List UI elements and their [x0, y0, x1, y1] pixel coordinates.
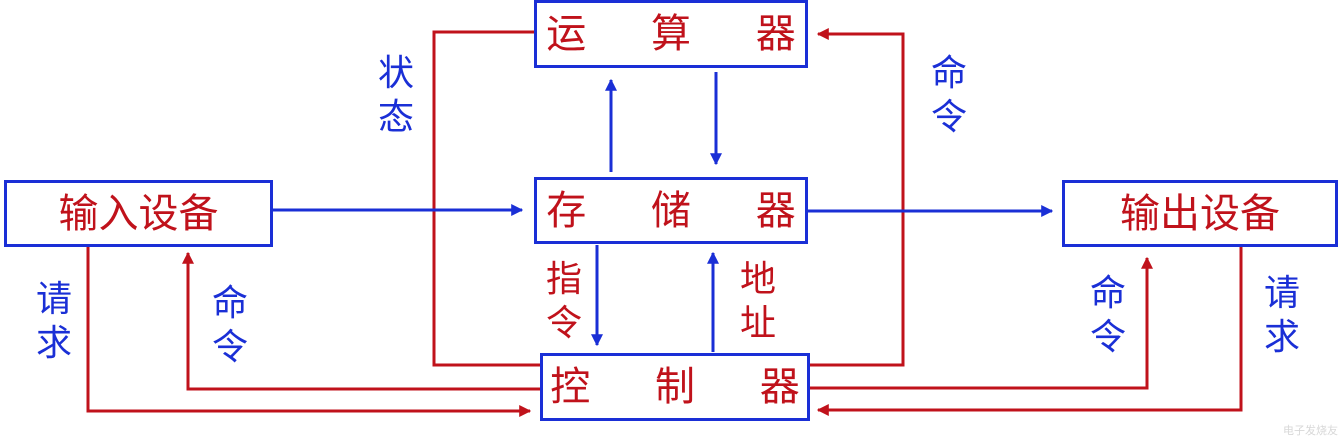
- output-command-label: 命令: [1089, 273, 1126, 358]
- input-command-line: [182, 251, 540, 391]
- watermark: 电子发烧友: [1283, 424, 1338, 437]
- alu-label: 运 算 器: [546, 11, 822, 57]
- input-request-label: 请求: [35, 279, 72, 364]
- input-device-box: 输入设备: [4, 180, 273, 247]
- control-box: 控 制 器: [540, 353, 810, 421]
- output-command-line: [810, 256, 1153, 390]
- instruction-label: 指令: [545, 259, 582, 344]
- input-device-label: 输入设备: [58, 190, 219, 237]
- memory-label: 存 储 器: [546, 187, 822, 234]
- alu-command-line: [810, 28, 905, 367]
- address-label: 地址: [739, 259, 776, 344]
- memory-box: 存 储 器: [534, 177, 808, 244]
- alu-command-label: 命令: [930, 53, 967, 138]
- status-label: 状态: [377, 53, 414, 138]
- input-command-label: 命令: [211, 283, 248, 368]
- status-line: [432, 30, 540, 367]
- control-label: 控 制 器: [550, 364, 826, 410]
- output-device-label: 输出设备: [1120, 190, 1280, 237]
- input-request-line: [86, 247, 532, 417]
- output-device-box: 输出设备: [1062, 180, 1338, 247]
- output-request-label: 请求: [1263, 273, 1300, 358]
- alu-box: 运 算 器: [534, 0, 808, 68]
- output-request-line: [816, 247, 1243, 416]
